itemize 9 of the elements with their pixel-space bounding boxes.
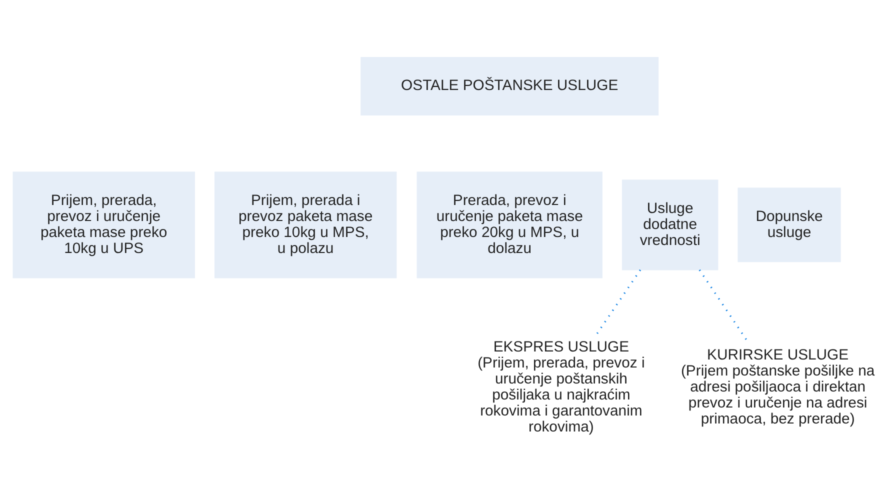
connector: [596, 269, 642, 336]
node-box: Dopunske usluge: [738, 188, 841, 262]
node-box: Prijem, prerada, prevoz i uručenje paketa mase preko 10kg u UPS: [12, 172, 195, 278]
node-box: Prijem, prerada i prevoz paketa mase preko 10kg u MPS, u polazu: [214, 172, 397, 278]
node-box: Usluge dodatne vrednosti: [622, 180, 718, 270]
node-text: EKSPRES USLUGE (Prijem, prerada, prevoz i uručenje poštanskih pošiljaka u najkraćim rokovima i garantovanim rokovima): [478, 339, 645, 436]
node-box: OSTALE POŠTANSKE USLUGE: [360, 57, 659, 116]
node-text: KURIRSKE USLUGE (Prijem poštanske pošiljke na adresi pošiljaoca i direktan prevoz i uručenje na adresi primaoca, bez prerade): [680, 347, 875, 428]
node-box: Prerada, prevoz i uručenje paketa mase preko 20kg u MPS, u dolazu: [416, 172, 602, 278]
